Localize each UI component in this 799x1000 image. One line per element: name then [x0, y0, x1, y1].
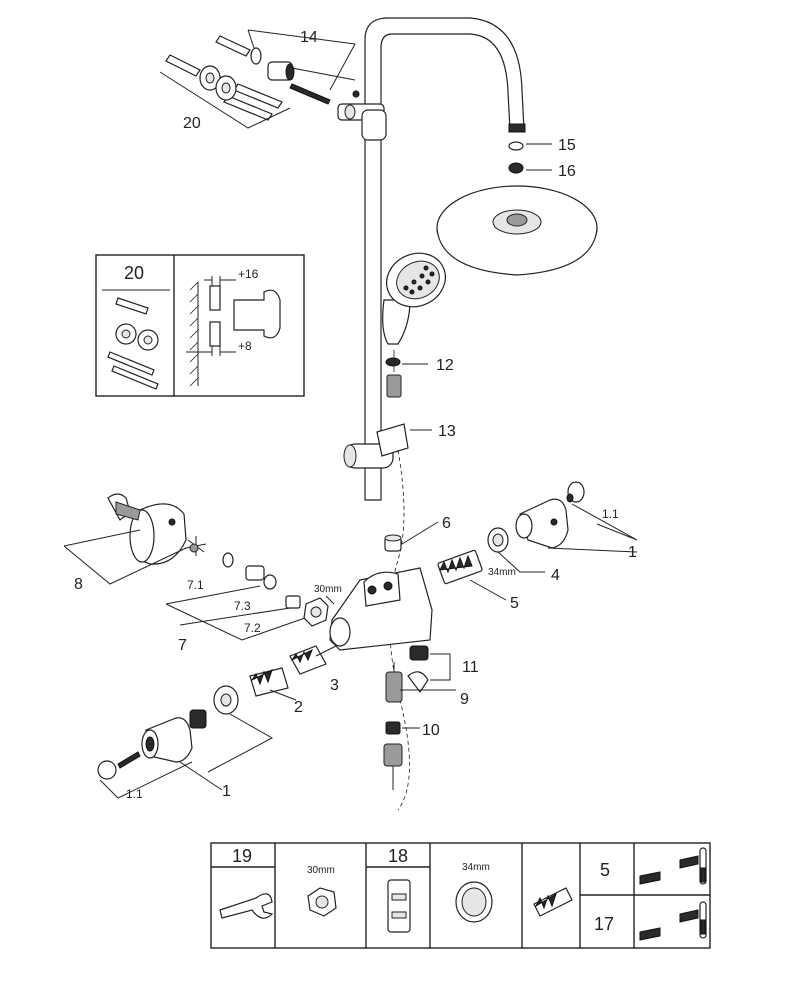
tool-size-30mm: 30mm: [307, 865, 335, 876]
callout-labels: 14 20 15 16 12 13 6 1.1 1 34mm 4 5 8 7.1…: [74, 29, 637, 934]
callout-5: 5: [510, 595, 519, 612]
callout-9: 9: [460, 691, 469, 708]
shower-column: [337, 17, 526, 811]
tools-table: [210, 842, 711, 949]
dim-offset-16: +16: [238, 267, 259, 281]
callout-3: 3: [330, 677, 339, 694]
inset-title: 20: [124, 263, 144, 283]
dim-34mm: 34mm: [488, 567, 516, 578]
wall-fixings: [159, 29, 360, 129]
bottom-connection-parts: [383, 143, 552, 790]
overhead-shower: [436, 141, 598, 276]
callout-1-left: 1: [222, 783, 231, 800]
callout-7: 7: [178, 637, 187, 654]
callout-1-right: 1: [628, 544, 637, 561]
callout-2: 2: [294, 699, 303, 716]
callout-10: 10: [422, 722, 440, 739]
tool-row-17: 17: [594, 914, 614, 934]
wall-bracket-top: [337, 103, 387, 141]
thermostatic-mixer: [329, 534, 433, 651]
callout-7-1: 7.1: [187, 578, 204, 592]
right-side-parts: [401, 481, 638, 601]
callout-6: 6: [442, 515, 451, 532]
callout-11: 11: [462, 659, 479, 676]
slider-bracket: [343, 423, 409, 469]
callout-7-3: 7.3: [234, 599, 251, 613]
callout-1-1-right: 1.1: [602, 507, 619, 521]
hand-shower: [382, 252, 446, 345]
callout-14: 14: [300, 29, 318, 46]
callout-4: 4: [551, 567, 560, 584]
left-lower-parts: [97, 645, 337, 799]
tool-col-18: 18: [388, 846, 408, 866]
callout-12: 12: [436, 357, 454, 374]
left-upper-parts: [63, 493, 335, 641]
callout-7-2: 7.2: [244, 621, 261, 635]
tool-col-19: 19: [232, 846, 252, 866]
callout-8: 8: [74, 576, 83, 593]
callout-15: 15: [558, 137, 576, 154]
inset-mounting-detail: [95, 254, 305, 397]
callout-1-1-left: 1.1: [126, 787, 143, 801]
callout-16: 16: [558, 163, 576, 180]
tool-row-5: 5: [600, 860, 610, 880]
tool-size-34mm: 34mm: [462, 862, 490, 873]
dim-30mm: 30mm: [314, 584, 342, 595]
dim-offset-8: +8: [238, 339, 252, 353]
callout-20: 20: [183, 115, 201, 132]
callout-13: 13: [438, 423, 456, 440]
